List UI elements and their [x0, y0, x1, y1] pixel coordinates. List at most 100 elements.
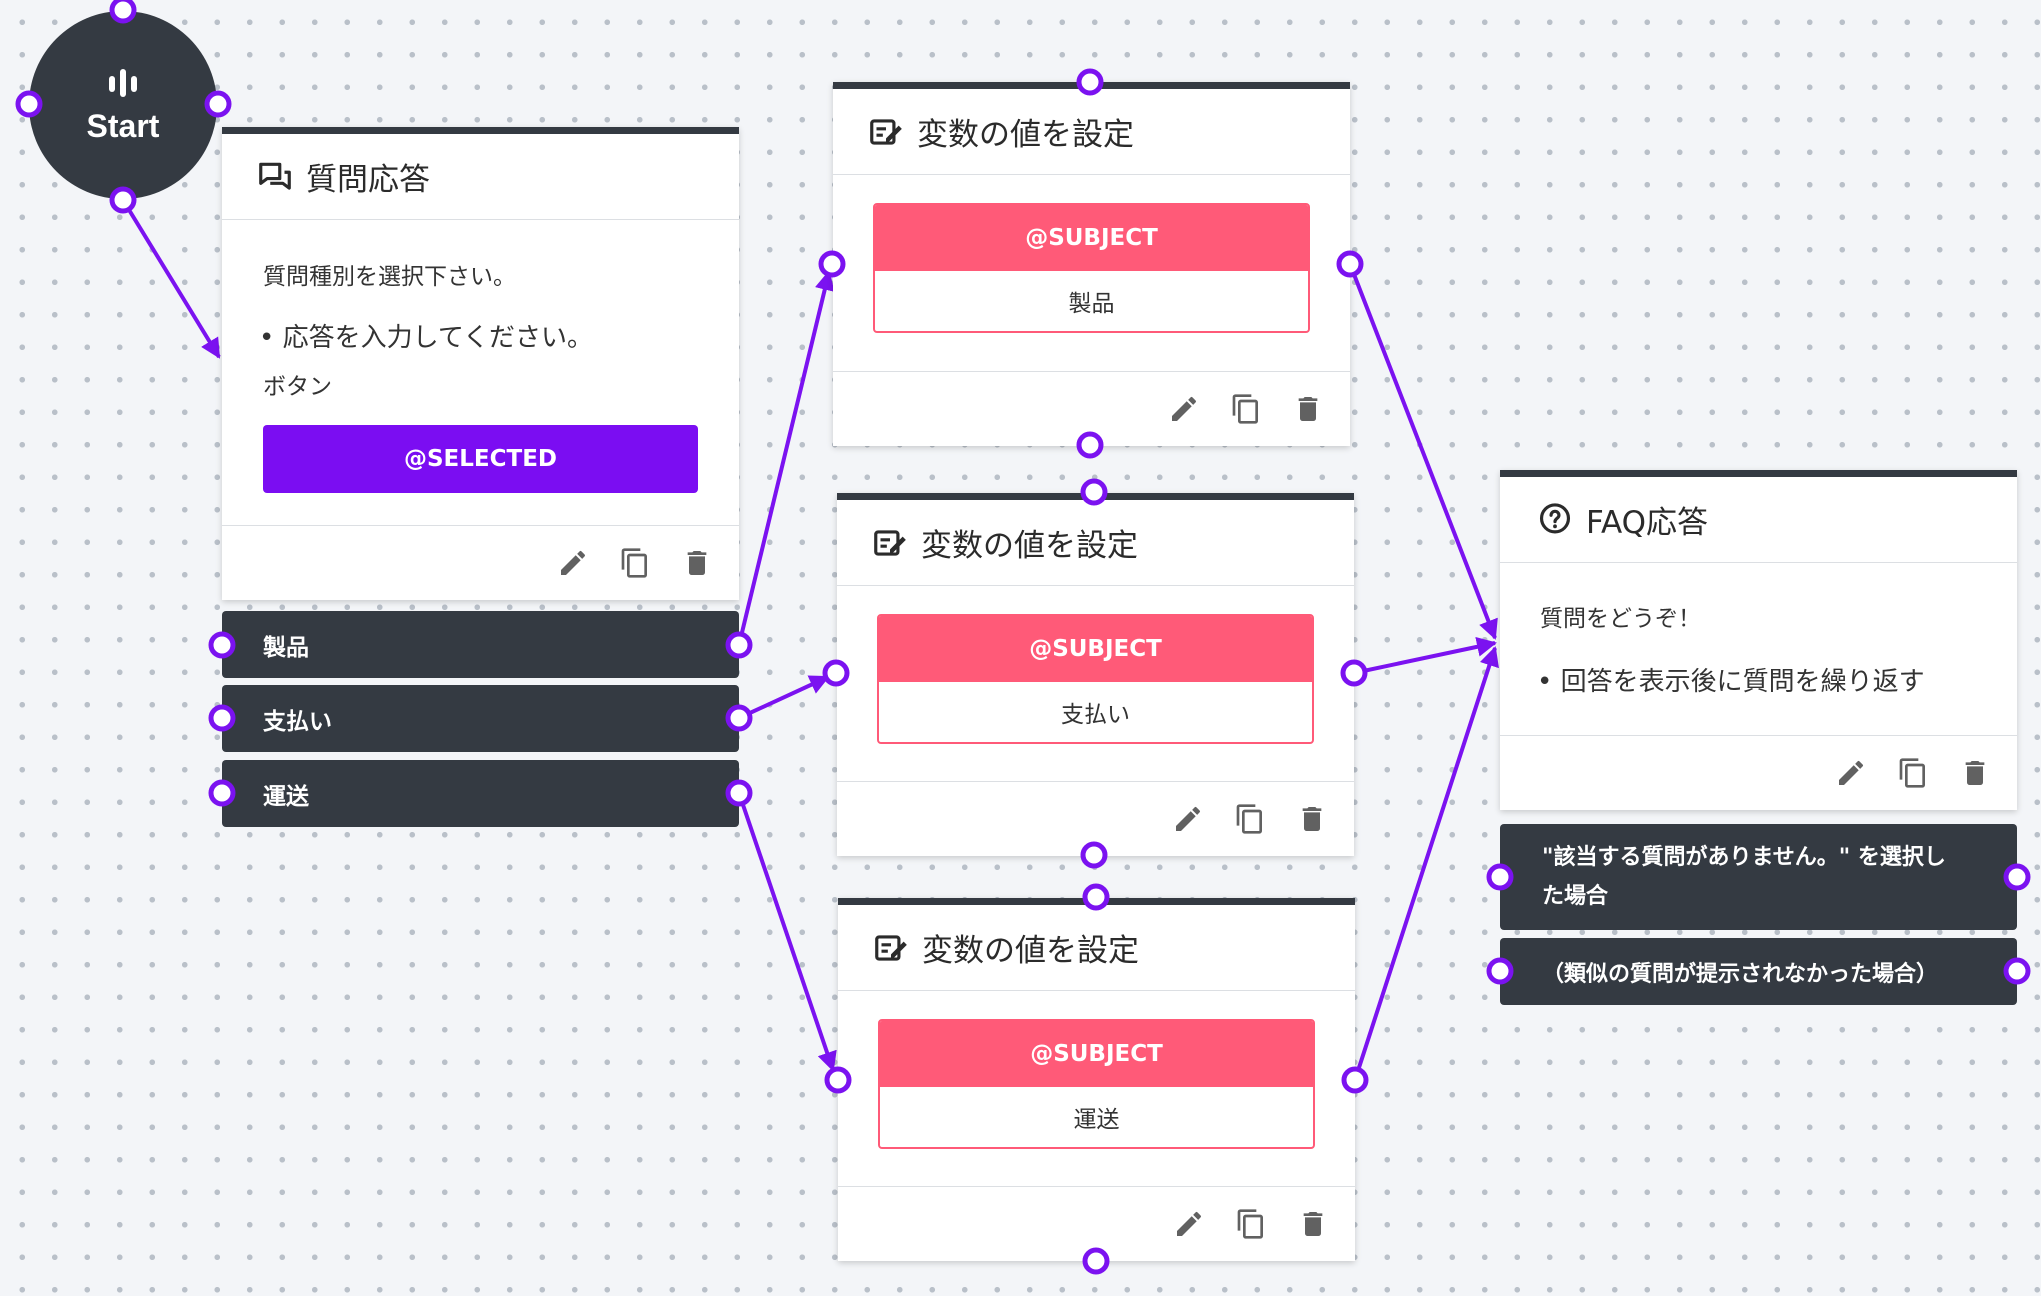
option-shipping-input-port[interactable]: [208, 779, 236, 807]
setvar2-port-right[interactable]: [1340, 659, 1368, 687]
question-node-footer: [222, 525, 739, 600]
start-port-bottom[interactable]: [109, 186, 137, 214]
option-product[interactable]: 製品: [222, 611, 739, 678]
edge-option2-to-setvar2[interactable]: [738, 675, 830, 720]
edge-setvar2-to-faq[interactable]: [1353, 636, 1497, 675]
edit-icon[interactable]: [557, 547, 589, 579]
variable-value: 支払い: [1061, 702, 1130, 728]
set-variable-header: 変数の値を設定: [833, 89, 1350, 175]
setvar1-port-top[interactable]: [1076, 68, 1104, 96]
edge-start-to-question[interactable]: [121, 198, 221, 359]
faq-node-header: FAQ応答: [1500, 477, 2017, 563]
edge-option1-to-setvar1[interactable]: [737, 270, 835, 646]
edit-icon[interactable]: [1168, 393, 1200, 425]
delete-icon[interactable]: [681, 547, 713, 579]
faq-branch2-output-port[interactable]: [2003, 957, 2031, 985]
copy-icon[interactable]: [1230, 393, 1262, 425]
setvar3-port-right[interactable]: [1341, 1066, 1369, 1094]
start-label: Start: [86, 107, 160, 144]
edit-note-icon: [870, 118, 902, 145]
setvar3-port-top[interactable]: [1082, 883, 1110, 911]
set-variable-header: 変数の値を設定: [838, 905, 1355, 991]
variable-name: @SUBJECT: [875, 205, 1308, 271]
variable-assignment: @SUBJECT 支払い: [877, 614, 1314, 744]
setvar1-port-right[interactable]: [1336, 250, 1364, 278]
edit-note-icon: [874, 529, 906, 556]
set-variable-title: 変数の値を設定: [917, 117, 1134, 153]
edit-icon[interactable]: [1172, 803, 1204, 835]
option-payment-input-port[interactable]: [208, 704, 236, 732]
edge-setvar1-to-faq[interactable]: [1348, 263, 1498, 640]
help-circle-icon: [1539, 502, 1571, 533]
setvar2-port-left[interactable]: [822, 659, 850, 687]
faq-node-title: FAQ応答: [1586, 505, 1709, 541]
branch-label-line1: "該当する質問がありません。" を選択し: [1542, 845, 1946, 870]
setvar1-port-bottom[interactable]: [1076, 431, 1104, 459]
faq-branch-no-similar[interactable]: （類似の質問が提示されなかった場合）: [1500, 938, 2017, 1005]
setvar2-port-top[interactable]: [1080, 478, 1108, 506]
copy-icon[interactable]: [1235, 1208, 1267, 1240]
copy-icon[interactable]: [1234, 803, 1266, 835]
delete-icon[interactable]: [1292, 393, 1324, 425]
start-port-top[interactable]: [109, 0, 137, 24]
faq-branch2-input-port[interactable]: [1486, 957, 1514, 985]
setvar3-port-left[interactable]: [824, 1066, 852, 1094]
edit-icon[interactable]: [1835, 757, 1867, 789]
start-port-right[interactable]: [204, 90, 232, 118]
copy-icon[interactable]: [1897, 757, 1929, 789]
variable-value: 運送: [1073, 1107, 1120, 1133]
copy-icon[interactable]: [619, 547, 651, 579]
faq-prompt: 質問をどうぞ！: [1540, 606, 1701, 632]
faq-node-footer: [1500, 735, 2017, 810]
variable-name: @SUBJECT: [880, 1021, 1313, 1087]
delete-icon[interactable]: [1959, 757, 1991, 789]
set-variable-footer: [837, 781, 1354, 856]
start-port-left[interactable]: [15, 90, 43, 118]
set-variable-node-3[interactable]: 変数の値を設定 @SUBJECT 運送: [838, 898, 1355, 1261]
option-product-output-port[interactable]: [725, 631, 753, 659]
question-instruction: • 応答を入力してください。: [259, 323, 594, 353]
chat-bubbles-icon: [259, 162, 291, 190]
edge-option3-to-setvar3[interactable]: [737, 792, 837, 1072]
faq-node[interactable]: FAQ応答 質問をどうぞ！ • 回答を表示後に質問を繰り返す: [1500, 470, 2017, 810]
setvar3-port-bottom[interactable]: [1082, 1247, 1110, 1275]
setvar1-port-left[interactable]: [818, 250, 846, 278]
branch-label-line2: た場合: [1542, 884, 1609, 909]
set-variable-header: 変数の値を設定: [837, 500, 1354, 586]
set-variable-node-2[interactable]: 変数の値を設定 @SUBJECT 支払い: [837, 493, 1354, 856]
faq-branch1-output-port[interactable]: [2003, 863, 2031, 891]
variable-assignment: @SUBJECT 運送: [878, 1019, 1315, 1149]
delete-icon[interactable]: [1296, 803, 1328, 835]
variable-value: 製品: [1068, 291, 1115, 317]
question-node-header: 質問応答: [222, 134, 739, 220]
branch-label: （類似の質問が提示されなかった場合）: [1542, 961, 1939, 987]
edge-setvar3-to-faq[interactable]: [1353, 646, 1499, 1081]
option-label: 製品: [263, 634, 309, 661]
delete-icon[interactable]: [1297, 1208, 1329, 1240]
variable-assignment: @SUBJECT 製品: [873, 203, 1310, 333]
option-payment[interactable]: 支払い: [222, 685, 739, 752]
question-node-title: 質問応答: [306, 162, 430, 198]
option-label: 運送: [263, 783, 309, 810]
edit-note-icon: [875, 934, 907, 961]
edit-icon[interactable]: [1173, 1208, 1205, 1240]
set-variable-title: 変数の値を設定: [922, 933, 1139, 969]
variable-name: @SUBJECT: [879, 616, 1312, 682]
set-variable-title: 変数の値を設定: [921, 528, 1138, 564]
option-shipping-output-port[interactable]: [725, 779, 753, 807]
option-payment-output-port[interactable]: [725, 704, 753, 732]
option-shipping[interactable]: 運送: [222, 760, 739, 827]
question-node[interactable]: 質問応答 質問種別を選択下さい。 • 応答を入力してください。 ボタン @SEL…: [222, 127, 739, 600]
set-variable-footer: [838, 1186, 1355, 1261]
start-node[interactable]: Start: [29, 11, 217, 199]
audio-bars-icon: [109, 68, 137, 97]
option-product-input-port[interactable]: [208, 631, 236, 659]
set-variable-node-1[interactable]: 変数の値を設定 @SUBJECT 製品: [833, 82, 1350, 446]
faq-branch-no-match[interactable]: "該当する質問がありません。" を選択し た場合: [1500, 824, 2017, 930]
faq-branch1-input-port[interactable]: [1486, 863, 1514, 891]
option-label: 支払い: [263, 708, 332, 735]
selected-button[interactable]: @SELECTED: [263, 425, 698, 493]
set-variable-footer: [833, 371, 1350, 446]
setvar2-port-bottom[interactable]: [1080, 841, 1108, 869]
